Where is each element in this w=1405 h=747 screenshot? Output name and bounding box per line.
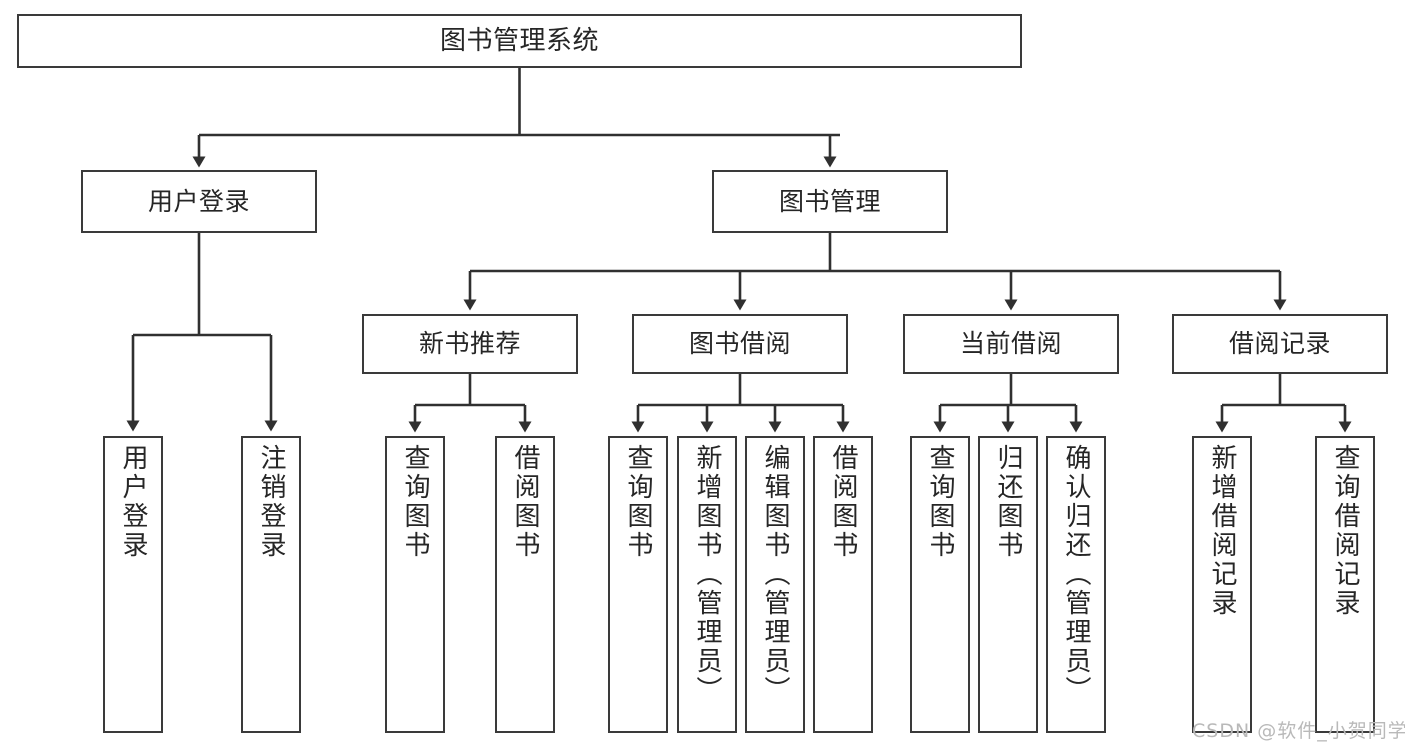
leaf-current-borrow-confirm-return[interactable]: 确认归还（管理员） [1046, 436, 1106, 733]
leaf-current-borrow-return-label: 归还图书 [993, 444, 1023, 560]
leaf-current-borrow-return[interactable]: 归还图书 [978, 436, 1038, 733]
leaf-book-borrow-borrow-label: 借阅图书 [828, 444, 858, 560]
leaf-new-book-borrow[interactable]: 借阅图书 [495, 436, 555, 733]
leaf-new-book-borrow-label: 借阅图书 [510, 444, 540, 560]
node-borrow-record-label: 借阅记录 [1228, 329, 1331, 359]
leaf-user-login-signin[interactable]: 用户登录 [103, 436, 163, 733]
leaf-book-borrow-add-label: 新增图书（管理员） [692, 444, 722, 705]
leaf-book-borrow-query[interactable]: 查询图书 [608, 436, 668, 733]
node-current-borrow-label: 当前借阅 [959, 329, 1062, 359]
node-current-borrow[interactable]: 当前借阅 [903, 314, 1119, 374]
node-user-login-label: 用户登录 [147, 186, 250, 216]
node-book-management[interactable]: 图书管理 [712, 170, 948, 233]
leaf-current-borrow-query[interactable]: 查询图书 [910, 436, 970, 733]
node-book-management-label: 图书管理 [778, 186, 881, 216]
node-user-login[interactable]: 用户登录 [81, 170, 317, 233]
leaf-borrow-record-add[interactable]: 新增借阅记录 [1192, 436, 1252, 733]
leaf-borrow-record-add-label: 新增借阅记录 [1207, 444, 1237, 618]
leaf-book-borrow-edit[interactable]: 编辑图书（管理员） [745, 436, 805, 733]
leaf-borrow-record-query[interactable]: 查询借阅记录 [1315, 436, 1375, 733]
leaf-borrow-record-query-label: 查询借阅记录 [1330, 444, 1360, 618]
csdn-watermark: CSDN @软件_小贺同学 [1192, 720, 1405, 742]
node-new-book-recommend-label: 新书推荐 [418, 329, 521, 359]
leaf-current-borrow-confirm-return-label: 确认归还（管理员） [1061, 444, 1091, 705]
node-book-borrow[interactable]: 图书借阅 [632, 314, 848, 374]
leaf-new-book-query[interactable]: 查询图书 [385, 436, 445, 733]
leaf-book-borrow-add[interactable]: 新增图书（管理员） [677, 436, 737, 733]
leaf-new-book-query-label: 查询图书 [400, 444, 430, 560]
leaf-book-borrow-query-label: 查询图书 [623, 444, 653, 560]
leaf-user-login-signin-label: 用户登录 [118, 444, 148, 560]
node-borrow-record[interactable]: 借阅记录 [1172, 314, 1388, 374]
leaf-user-login-signout[interactable]: 注销登录 [241, 436, 301, 733]
node-root-system-label: 图书管理系统 [439, 25, 599, 56]
node-new-book-recommend[interactable]: 新书推荐 [362, 314, 578, 374]
node-book-borrow-label: 图书借阅 [688, 329, 791, 359]
leaf-book-borrow-borrow[interactable]: 借阅图书 [813, 436, 873, 733]
leaf-current-borrow-query-label: 查询图书 [925, 444, 955, 560]
leaf-book-borrow-edit-label: 编辑图书（管理员） [760, 444, 790, 705]
node-root-system[interactable]: 图书管理系统 [17, 14, 1022, 68]
leaf-user-login-signout-label: 注销登录 [256, 444, 286, 560]
